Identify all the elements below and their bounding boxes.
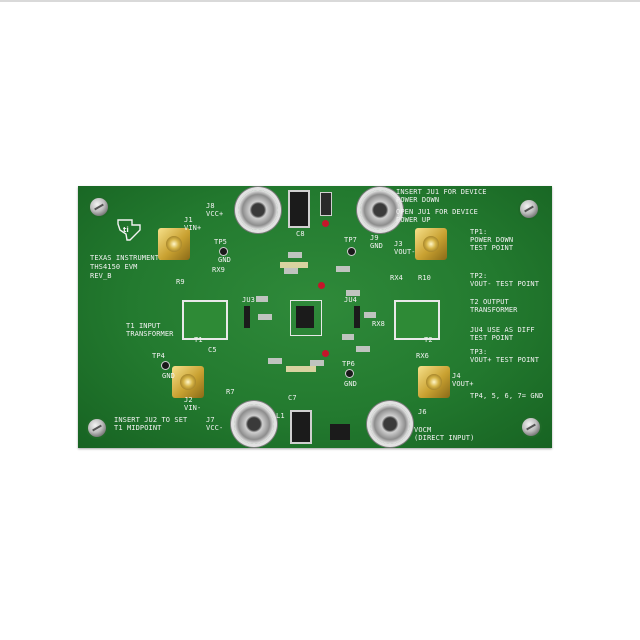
tp3-note: TP3: VOUT+ TEST POINT	[470, 348, 540, 364]
component-r14	[258, 314, 272, 320]
mounting-hole-top-left	[90, 198, 108, 216]
component-c3b	[336, 266, 350, 272]
capacitor-c9	[288, 190, 310, 228]
component-r36a	[310, 360, 324, 366]
label-tp4: TP4	[152, 352, 165, 360]
top-border-line	[0, 0, 640, 2]
label-j1: J1 VIN+	[184, 216, 202, 232]
tp-gnd-note: TP4, 5, 6, 7= GND	[470, 392, 544, 400]
tp2-note: TP2: VOUT- TEST POINT	[470, 272, 540, 288]
component-rpu1	[256, 296, 268, 302]
ground-post-j9	[360, 190, 400, 230]
designator-ju3: JU3	[242, 296, 255, 304]
label-gnd-tp6: GND	[344, 380, 357, 388]
label-vocm: VOCM (DIRECT INPUT)	[414, 426, 475, 442]
designator-rx4: RX4	[390, 274, 403, 282]
designator-r10: R10	[418, 274, 431, 282]
test-point-tp5	[220, 248, 227, 255]
jumper-ju3	[244, 306, 250, 328]
label-t1-ref: T1	[194, 336, 203, 344]
ju1-insert-note: INSERT JU1 FOR DEVICE POWER DOWN	[396, 188, 487, 204]
jumper-ju4	[354, 306, 360, 328]
sma-connector-j1	[158, 228, 190, 260]
component-c4	[342, 334, 354, 340]
label-c7: C7	[288, 394, 297, 402]
model-label: THS4150 EVM	[90, 263, 138, 271]
pad-row-bottom	[286, 366, 316, 372]
label-tp7: TP7	[344, 236, 357, 244]
texas-instruments-logo-icon: ti	[117, 219, 141, 241]
revision-label: REV_B	[90, 272, 112, 280]
sma-connector-j3	[415, 228, 447, 260]
test-point-tp7	[348, 248, 355, 255]
designator-ju4: JU4	[344, 296, 357, 304]
designator-r9: R9	[176, 278, 185, 286]
mounting-hole-bottom-left	[88, 419, 106, 437]
sma-connector-j4	[418, 366, 450, 398]
component-c3a	[356, 346, 370, 352]
designator-rx8: RX8	[372, 320, 385, 328]
label-j2: J2 VIN-	[184, 396, 202, 412]
test-point-tp4	[162, 362, 169, 369]
amplifier-ic	[296, 306, 314, 328]
label-tp5: TP5	[214, 238, 227, 246]
component-r11	[364, 312, 376, 318]
designator-rx9: RX9	[212, 266, 225, 274]
sma-connector-j2	[172, 366, 204, 398]
label-t1-input: T1 INPUT TRANSFORMER	[126, 322, 174, 338]
label-j4: J4 VOUT+	[452, 372, 474, 388]
brand-label: TEXAS INSTRUMENTS	[90, 254, 164, 262]
power-post-j7	[234, 404, 274, 444]
label-tp6: TP6	[342, 360, 355, 368]
jumper-ju1	[320, 192, 332, 216]
power-post-j8	[238, 190, 278, 230]
label-j9: J9 GND	[370, 234, 383, 250]
label-gnd-tp4: GND	[162, 372, 175, 380]
label-j8: J8 VCC+	[206, 202, 224, 218]
component-c1b	[284, 268, 298, 274]
test-point-tp3	[322, 350, 329, 357]
ju1-open-note: OPEN JU1 FOR DEVICE POWER UP	[396, 208, 478, 224]
test-point-tp6	[346, 370, 353, 377]
label-j3: J3 VOUT-	[394, 240, 416, 256]
pcb-board: ti TEXAS INSTRUMENTS THS4150 EVM REV_B J…	[78, 186, 552, 448]
output-transformer-t2	[394, 300, 440, 340]
pad-row-top	[280, 262, 308, 268]
ic-outline	[290, 300, 322, 336]
designator-rx6: RX6	[416, 352, 429, 360]
label-gnd-tp5: GND	[218, 256, 231, 264]
component-r2b	[288, 252, 302, 258]
inductor-l2	[330, 424, 350, 440]
component-r3a	[268, 358, 282, 364]
label-j6: J6	[418, 408, 427, 416]
component-r4b	[346, 290, 360, 296]
vocm-post-j6	[370, 404, 410, 444]
ju4-note: JU4 USE AS DIFF TEST POINT	[470, 326, 535, 342]
tp1-note: TP1: POWER DOWN TEST POINT	[470, 228, 514, 252]
mounting-hole-top-right	[520, 200, 538, 218]
led-tp1	[322, 220, 329, 227]
input-transformer-t1	[182, 300, 228, 340]
t2-note: T2 OUTPUT TRANSFORMER	[470, 298, 518, 314]
designator-c5: C5	[208, 346, 217, 354]
ju2-note: INSERT JU2 TO SET T1 MIDPOINT	[114, 416, 188, 432]
label-c8: C8	[296, 230, 305, 238]
test-point-tp2	[318, 282, 325, 289]
mounting-hole-bottom-right	[522, 418, 540, 436]
capacitor-c7	[290, 410, 312, 444]
svg-text:ti: ti	[123, 226, 129, 234]
label-t2-ref: T2	[424, 336, 433, 344]
designator-r7: R7	[226, 388, 235, 396]
designator-l1: L1	[276, 412, 285, 420]
label-j7: J7 VCC-	[206, 416, 224, 432]
